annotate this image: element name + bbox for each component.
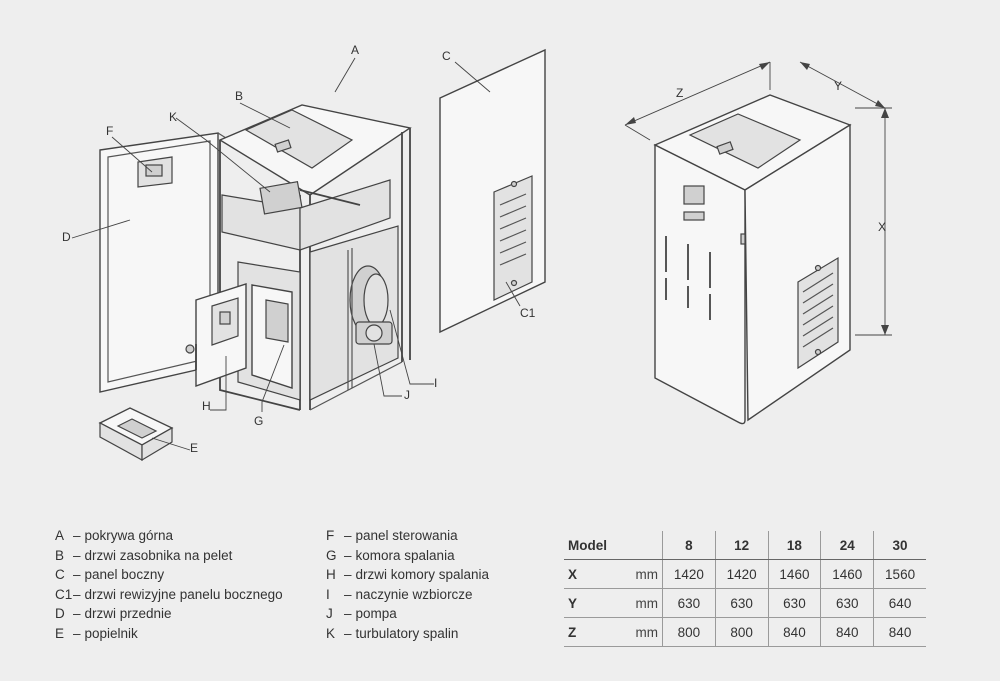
table-cell: 1460 [767,559,821,589]
dimension-lines [624,61,892,336]
callout-C: C [442,49,451,63]
legend-item: H–drzwi komory spalania [326,567,490,583]
boiler-body [218,104,412,411]
header-model: Model [564,531,663,560]
callout-K: K [169,110,177,124]
legend-item: G–komora spalania [326,547,455,563]
legend-item: A–pokrywa górna [55,528,174,543]
dimension-X: X [878,220,886,234]
legend-left: A–pokrywa górna B–drzwi zasobnika na pel… [55,526,283,644]
table-cell: 800 [714,617,769,647]
header-model-value: 24 [820,531,874,560]
dimensions-table: Model 8 12 18 24 30 X mm 1420 1420 1460 … [564,531,926,647]
legend-item: E–popielnik [55,625,138,641]
legend-item: J–pompa [326,606,397,622]
dimension-Y: Y [834,79,842,93]
header-model-value: 8 [661,531,716,560]
table-cell: 630 [714,588,769,618]
table-cell: 1420 [714,559,769,589]
table-row: X mm 1420 1420 1460 1460 1560 [564,559,926,589]
callout-I: I [434,376,437,390]
combustion-chamber-door [195,283,247,387]
callout-G: G [254,414,263,428]
row-key: X [564,559,608,589]
callout-D: D [62,230,71,244]
legend-item: D–drzwi przednie [55,606,172,622]
header-model-value: 12 [714,531,769,560]
legend-item: F–panel sterowania [326,528,458,543]
callout-E: E [190,441,198,455]
header-model-value: 18 [767,531,821,560]
row-key: Z [564,617,608,647]
table-cell: 1560 [873,559,926,589]
assembled-boiler [653,94,852,425]
legend-item: C–panel boczny [55,567,165,583]
legend-item: C1–drzwi rewizyjne panelu bocznego [55,586,283,602]
dimension-Z: Z [676,86,683,100]
row-unit: mm [607,559,663,589]
table-cell: 640 [873,588,926,618]
table-cell: 630 [767,588,821,618]
ash-pan [98,407,174,462]
legend-item: K–turbulatory spalin [326,625,459,641]
row-unit: mm [607,617,663,647]
callout-A: A [351,43,359,57]
callout-B: B [235,89,243,103]
table-cell: 840 [767,617,821,647]
header-model-value: 30 [873,531,926,560]
boiler-diagram: A B C C1 D E F G H I J K X Y Z [62,43,892,462]
side-panel [439,48,546,334]
table-row: Y mm 630 630 630 630 640 [564,588,926,618]
table-cell: 630 [820,588,874,618]
table-row: Z mm 800 800 840 840 840 [564,617,926,647]
table-cell: 1420 [661,559,716,589]
legend-item: I–naczynie wzbiorcze [326,586,473,602]
table-cell: 630 [661,588,716,618]
leader-lines [71,57,521,451]
callout-F: F [106,124,113,138]
table-cell: 840 [873,617,926,647]
row-unit: mm [607,588,663,618]
table-cell: 840 [820,617,874,647]
callout-J: J [404,388,410,402]
row-key: Y [564,588,608,618]
table-cell: 1460 [820,559,874,589]
callout-C1: C1 [520,306,536,320]
exploded-boiler-view [98,104,412,462]
callout-H: H [202,399,211,413]
legend-right: F–panel sterowania G–komora spalania H–d… [326,526,489,644]
table-cell: 800 [661,617,716,647]
legend-item: B–drzwi zasobnika na pelet [55,547,233,563]
table-header-row: Model 8 12 18 24 30 [564,531,926,560]
